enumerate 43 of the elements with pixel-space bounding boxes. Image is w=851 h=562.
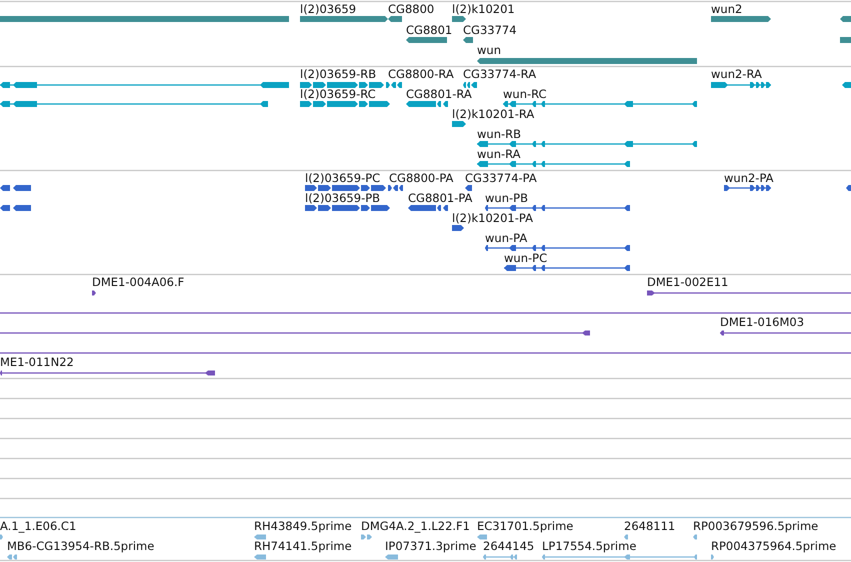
feature-label: ME1-011N22: [0, 355, 74, 369]
feature-label: CG8800-PA: [389, 171, 454, 185]
feature-label: wun-RB: [477, 127, 522, 141]
feature-label: wun2-PA: [724, 171, 774, 185]
feature-label: CG33774: [463, 23, 517, 37]
feature-label: l(2)03659: [300, 2, 356, 16]
feature-label: l(2)03659-RC: [300, 87, 376, 101]
feature-label: l(2)k10201-PA: [452, 211, 533, 225]
feature-label: 2648111: [624, 519, 676, 533]
feature-label: DMG4A.2_1.L22.F1: [361, 519, 470, 533]
feature-label: wun2-RA: [711, 67, 762, 81]
feature-label: CG8800: [388, 2, 434, 16]
feature-label: CG8801: [406, 23, 452, 37]
feature-label: wun-PC: [504, 251, 548, 265]
feature-label: MB6-CG13954-RB.5prime: [7, 539, 154, 553]
feature-label: DME1-016M03: [720, 315, 804, 329]
feature-label: wun-RC: [503, 87, 547, 101]
feature-label: wun-PB: [485, 191, 528, 205]
feature-label: wun2: [711, 2, 742, 16]
feature-label: DME1-004A06.F: [92, 275, 184, 289]
feature-label: RP003679596.5prime: [693, 519, 818, 533]
feature-label: A.1_1.E06.C1: [0, 519, 76, 533]
feature-label: RH43849.5prime: [254, 519, 352, 533]
feature-label: l(2)03659-RB: [300, 67, 376, 81]
feature-label: LP17554.5prime: [542, 539, 636, 553]
feature-label: l(2)k10201: [452, 2, 515, 16]
feature-label: wun-PA: [485, 231, 528, 245]
feature-label: CG8801-RA: [406, 87, 472, 101]
feature-label: wun: [477, 43, 501, 57]
feature-label: 2644145: [483, 539, 534, 553]
feature-label: RP004375964.5prime: [711, 539, 836, 553]
feature-label: EC31701.5prime: [477, 519, 574, 533]
feature-label: RH74141.5prime: [254, 539, 352, 553]
feature-label: IP07371.3prime: [385, 539, 476, 553]
feature-label: l(2)03659-PC: [305, 171, 380, 185]
feature-label: CG8800-RA: [388, 67, 454, 81]
feature-label: CG8801-PA: [408, 191, 472, 205]
feature-label: CG33774-PA: [465, 171, 537, 185]
feature-label: DME1-002E11: [647, 275, 728, 289]
feature-label: l(2)03659-PB: [305, 191, 380, 205]
feature-label: l(2)k10201-RA: [452, 107, 534, 121]
feature-label: CG33774-RA: [463, 67, 536, 81]
feature-label: wun-RA: [477, 147, 521, 161]
